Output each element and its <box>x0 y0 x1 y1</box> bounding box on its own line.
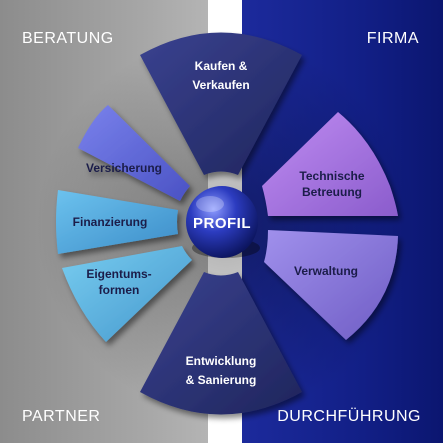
corner-label-firma: FIRMA <box>366 30 419 47</box>
segment-label-kaufen-line2: Verkaufen <box>192 78 249 92</box>
segment-verwaltung[interactable]: Verwaltung <box>264 230 398 340</box>
corner-label-durchfuehrung: DURCHFÜHRUNG <box>277 408 421 425</box>
segment-entwicklung-sanierung[interactable]: Entwicklung & Sanierung <box>140 272 302 415</box>
segment-label-finanzierung: Finanzierung <box>73 215 148 229</box>
segment-versicherung[interactable]: Versicherung <box>78 105 190 201</box>
corner-label-beratung: BERATUNG <box>22 30 114 47</box>
segment-label-entwicklung-line1: Entwicklung <box>186 354 257 368</box>
segment-label-technische-line1: Technische <box>299 169 364 183</box>
segment-kaufen-verkaufen[interactable]: Kaufen & Verkaufen <box>140 32 302 176</box>
segment-finanzierung[interactable]: Finanzierung <box>56 190 178 254</box>
segment-label-verwaltung: Verwaltung <box>294 264 358 278</box>
segment-label-technische-line2: Betreuung <box>302 185 362 199</box>
segment-label-eigentums-line1: Eigentums- <box>86 267 151 281</box>
corner-label-partner: PARTNER <box>22 408 101 425</box>
segment-label-eigentums-line2: formen <box>99 283 140 297</box>
segment-eigentumsformen[interactable]: Eigentums- formen <box>62 246 192 342</box>
segment-label-versicherung: Versicherung <box>86 161 162 175</box>
segment-label-entwicklung-line2: & Sanierung <box>186 373 257 387</box>
center-profil-label: PROFIL <box>193 215 251 232</box>
center-profil-button[interactable]: PROFIL <box>186 186 260 258</box>
segment-technische-betreuung[interactable]: Technische Betreuung <box>262 112 398 216</box>
segment-label-kaufen-line1: Kaufen & <box>195 59 248 73</box>
